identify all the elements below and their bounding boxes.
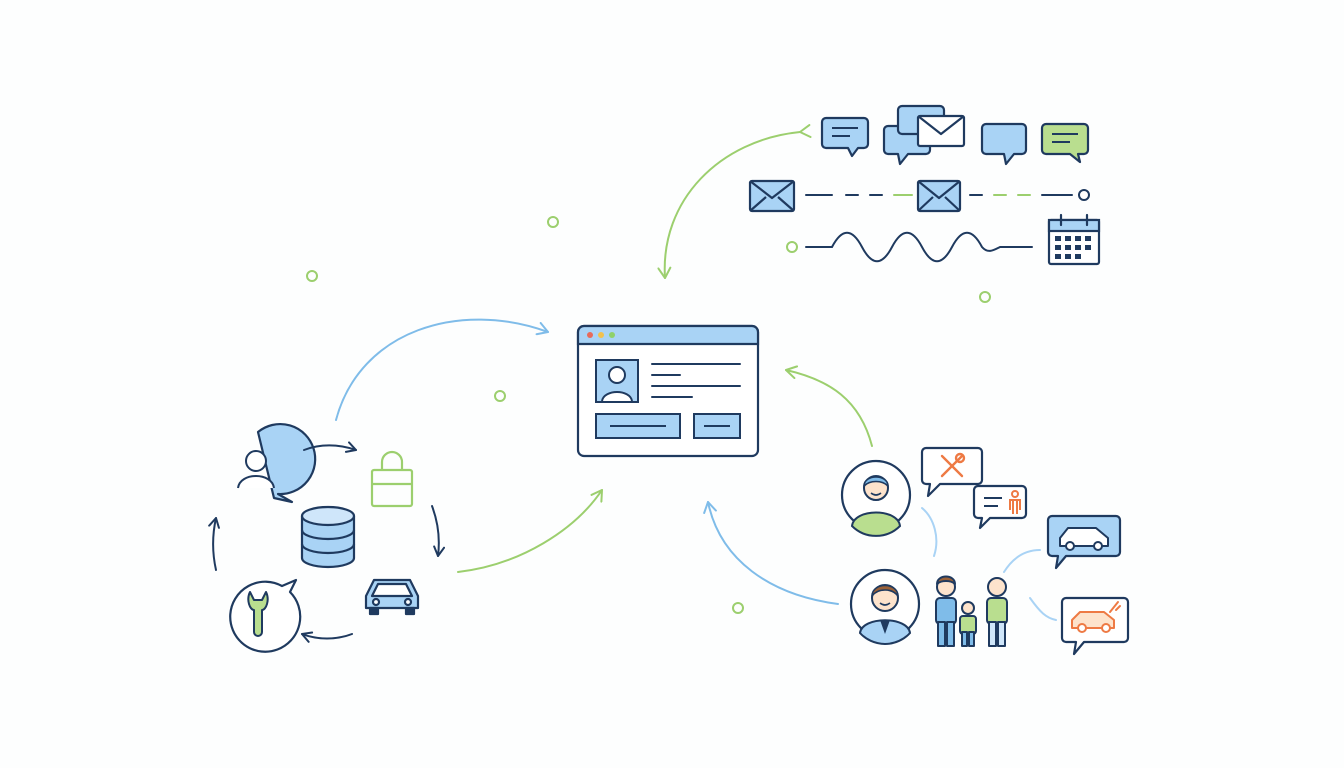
flow-arrows (335, 124, 873, 605)
arrow-left-to-center (335, 318, 549, 421)
cycle-arrow-user-to-lock (303, 441, 357, 453)
communications-group (748, 104, 1101, 266)
cycle-arrow-car-to-wrench (301, 631, 353, 643)
cycle-arrow-wrench-to-user (208, 517, 220, 571)
connector-lines (921, 507, 1057, 621)
decor-dot (732, 602, 744, 614)
arrow-top-right-bidirectional (657, 124, 812, 279)
cycle-arrow-lock-to-car (431, 505, 446, 557)
person-chat-icon (972, 484, 1028, 530)
chat-bubble-icon (980, 122, 1028, 166)
window-dot-yellow-icon (598, 332, 604, 338)
car-icon (364, 578, 420, 616)
customer-service-group (840, 446, 1130, 656)
chat-bubble-green-icon (1040, 122, 1090, 164)
arrow-bottom-right-to-center (703, 501, 839, 605)
decor-dot (494, 390, 506, 402)
database-icon (300, 505, 356, 569)
decor-dot (547, 216, 559, 228)
wavy-timeline-line (805, 231, 1033, 263)
chat-envelope-icon (882, 104, 966, 166)
lock-icon (370, 450, 414, 508)
arrow-bottom-left-to-center (457, 489, 603, 573)
user-chat-icon (237, 422, 317, 504)
agent-avatar-icon (840, 459, 912, 537)
window-dot-green-icon (609, 332, 615, 338)
decorative-dots (306, 216, 991, 614)
envelope-icon (748, 179, 796, 213)
wrench-chat-icon (229, 578, 302, 653)
tools-chat-icon (920, 446, 984, 498)
window-dot-red-icon (587, 332, 593, 338)
car-chat-icon (1046, 514, 1122, 570)
envelope-icon (916, 179, 962, 213)
calendar-icon (1047, 213, 1101, 266)
car-trunk-chat-icon (1060, 596, 1130, 656)
chat-bubble-icon (820, 116, 870, 158)
customer-avatar-icon (849, 568, 921, 645)
arrow-right-to-center (785, 365, 873, 447)
timeline-end-dot (1078, 189, 1090, 201)
family-icon (935, 575, 1008, 647)
decor-dot (306, 270, 318, 282)
timeline-start-dot (786, 241, 798, 253)
decor-dot (979, 291, 991, 303)
profile-secondary-button-icon (693, 413, 741, 439)
customer-profile-window-icon (576, 324, 760, 458)
left-cycle (208, 422, 446, 653)
